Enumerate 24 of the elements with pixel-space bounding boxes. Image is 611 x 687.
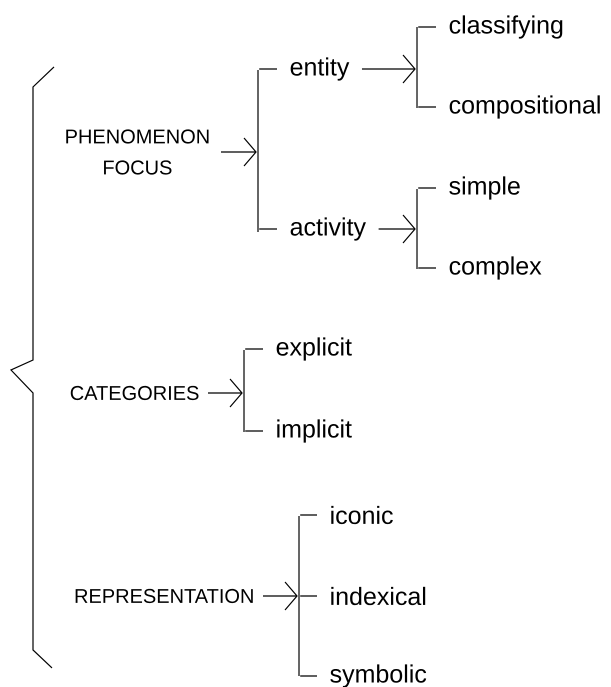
branch-line (300, 514, 317, 516)
option-label: complex (450, 256, 542, 280)
option-label: iconic (331, 506, 393, 524)
branch-line (418, 187, 436, 189)
option-label: entity (290, 57, 350, 81)
branch-line (300, 675, 317, 677)
option-label: compositional (450, 95, 600, 119)
option-label: implicit (277, 419, 352, 443)
branch-line (300, 595, 317, 597)
branch-line (259, 228, 277, 230)
option-label: CATEGORIES (70, 386, 198, 400)
branch-line (418, 26, 436, 28)
option-label: indexical (331, 586, 426, 606)
option-label: simple (449, 176, 520, 200)
option-label: classifying (450, 15, 562, 39)
branch-line (259, 68, 277, 70)
option-label: REPRESENTATION (76, 588, 253, 604)
branch-line (245, 430, 263, 432)
branch-line (418, 106, 436, 108)
branch-line (418, 267, 436, 269)
option-label: PHENOMENON FOCUS (66, 129, 209, 175)
branch-line (245, 348, 263, 350)
option-label: activity (290, 217, 366, 241)
option-label: explicit (276, 337, 352, 361)
